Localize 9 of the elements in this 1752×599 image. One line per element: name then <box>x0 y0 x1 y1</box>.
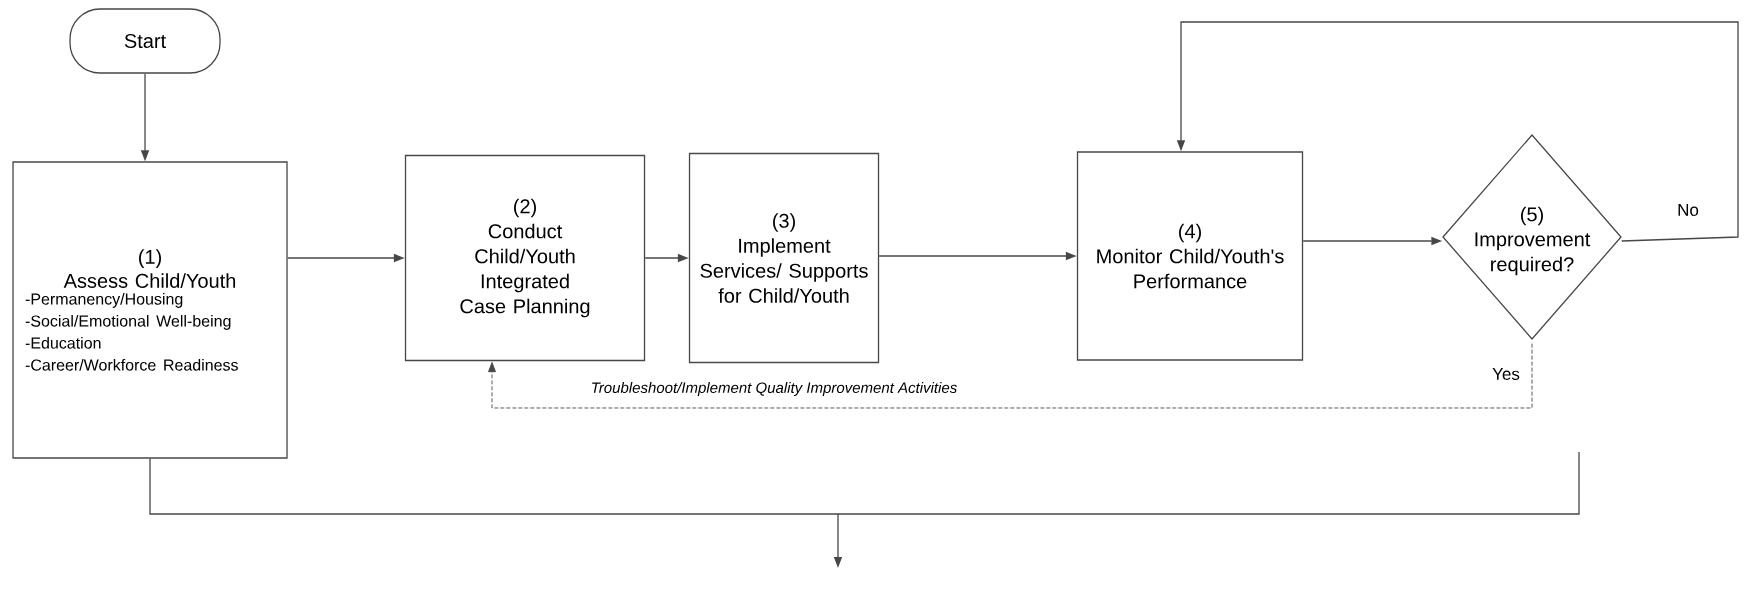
edge-label: Troubleshoot/Implement Quality Improvement Activities <box>589 381 959 397</box>
edge-label: No <box>1676 203 1700 217</box>
process-box: (2) Conduct Child/Youth Integrated Case Planning <box>404 154 646 362</box>
branch-label: Yes <box>1492 368 1520 380</box>
process-box: (4) Monitor Child/Youth's Performance <box>1076 151 1304 361</box>
start-terminal: Start <box>69 8 221 74</box>
process-box: (1) Assess Child/Youth -Permanency/Housing -Social/Emotional Well-being -Education -Career/Workforce Readiness <box>12 161 288 459</box>
process-box: (3) Implement Services/ Supports for Child/Youth <box>688 152 880 364</box>
arrow <box>488 343 1533 409</box>
